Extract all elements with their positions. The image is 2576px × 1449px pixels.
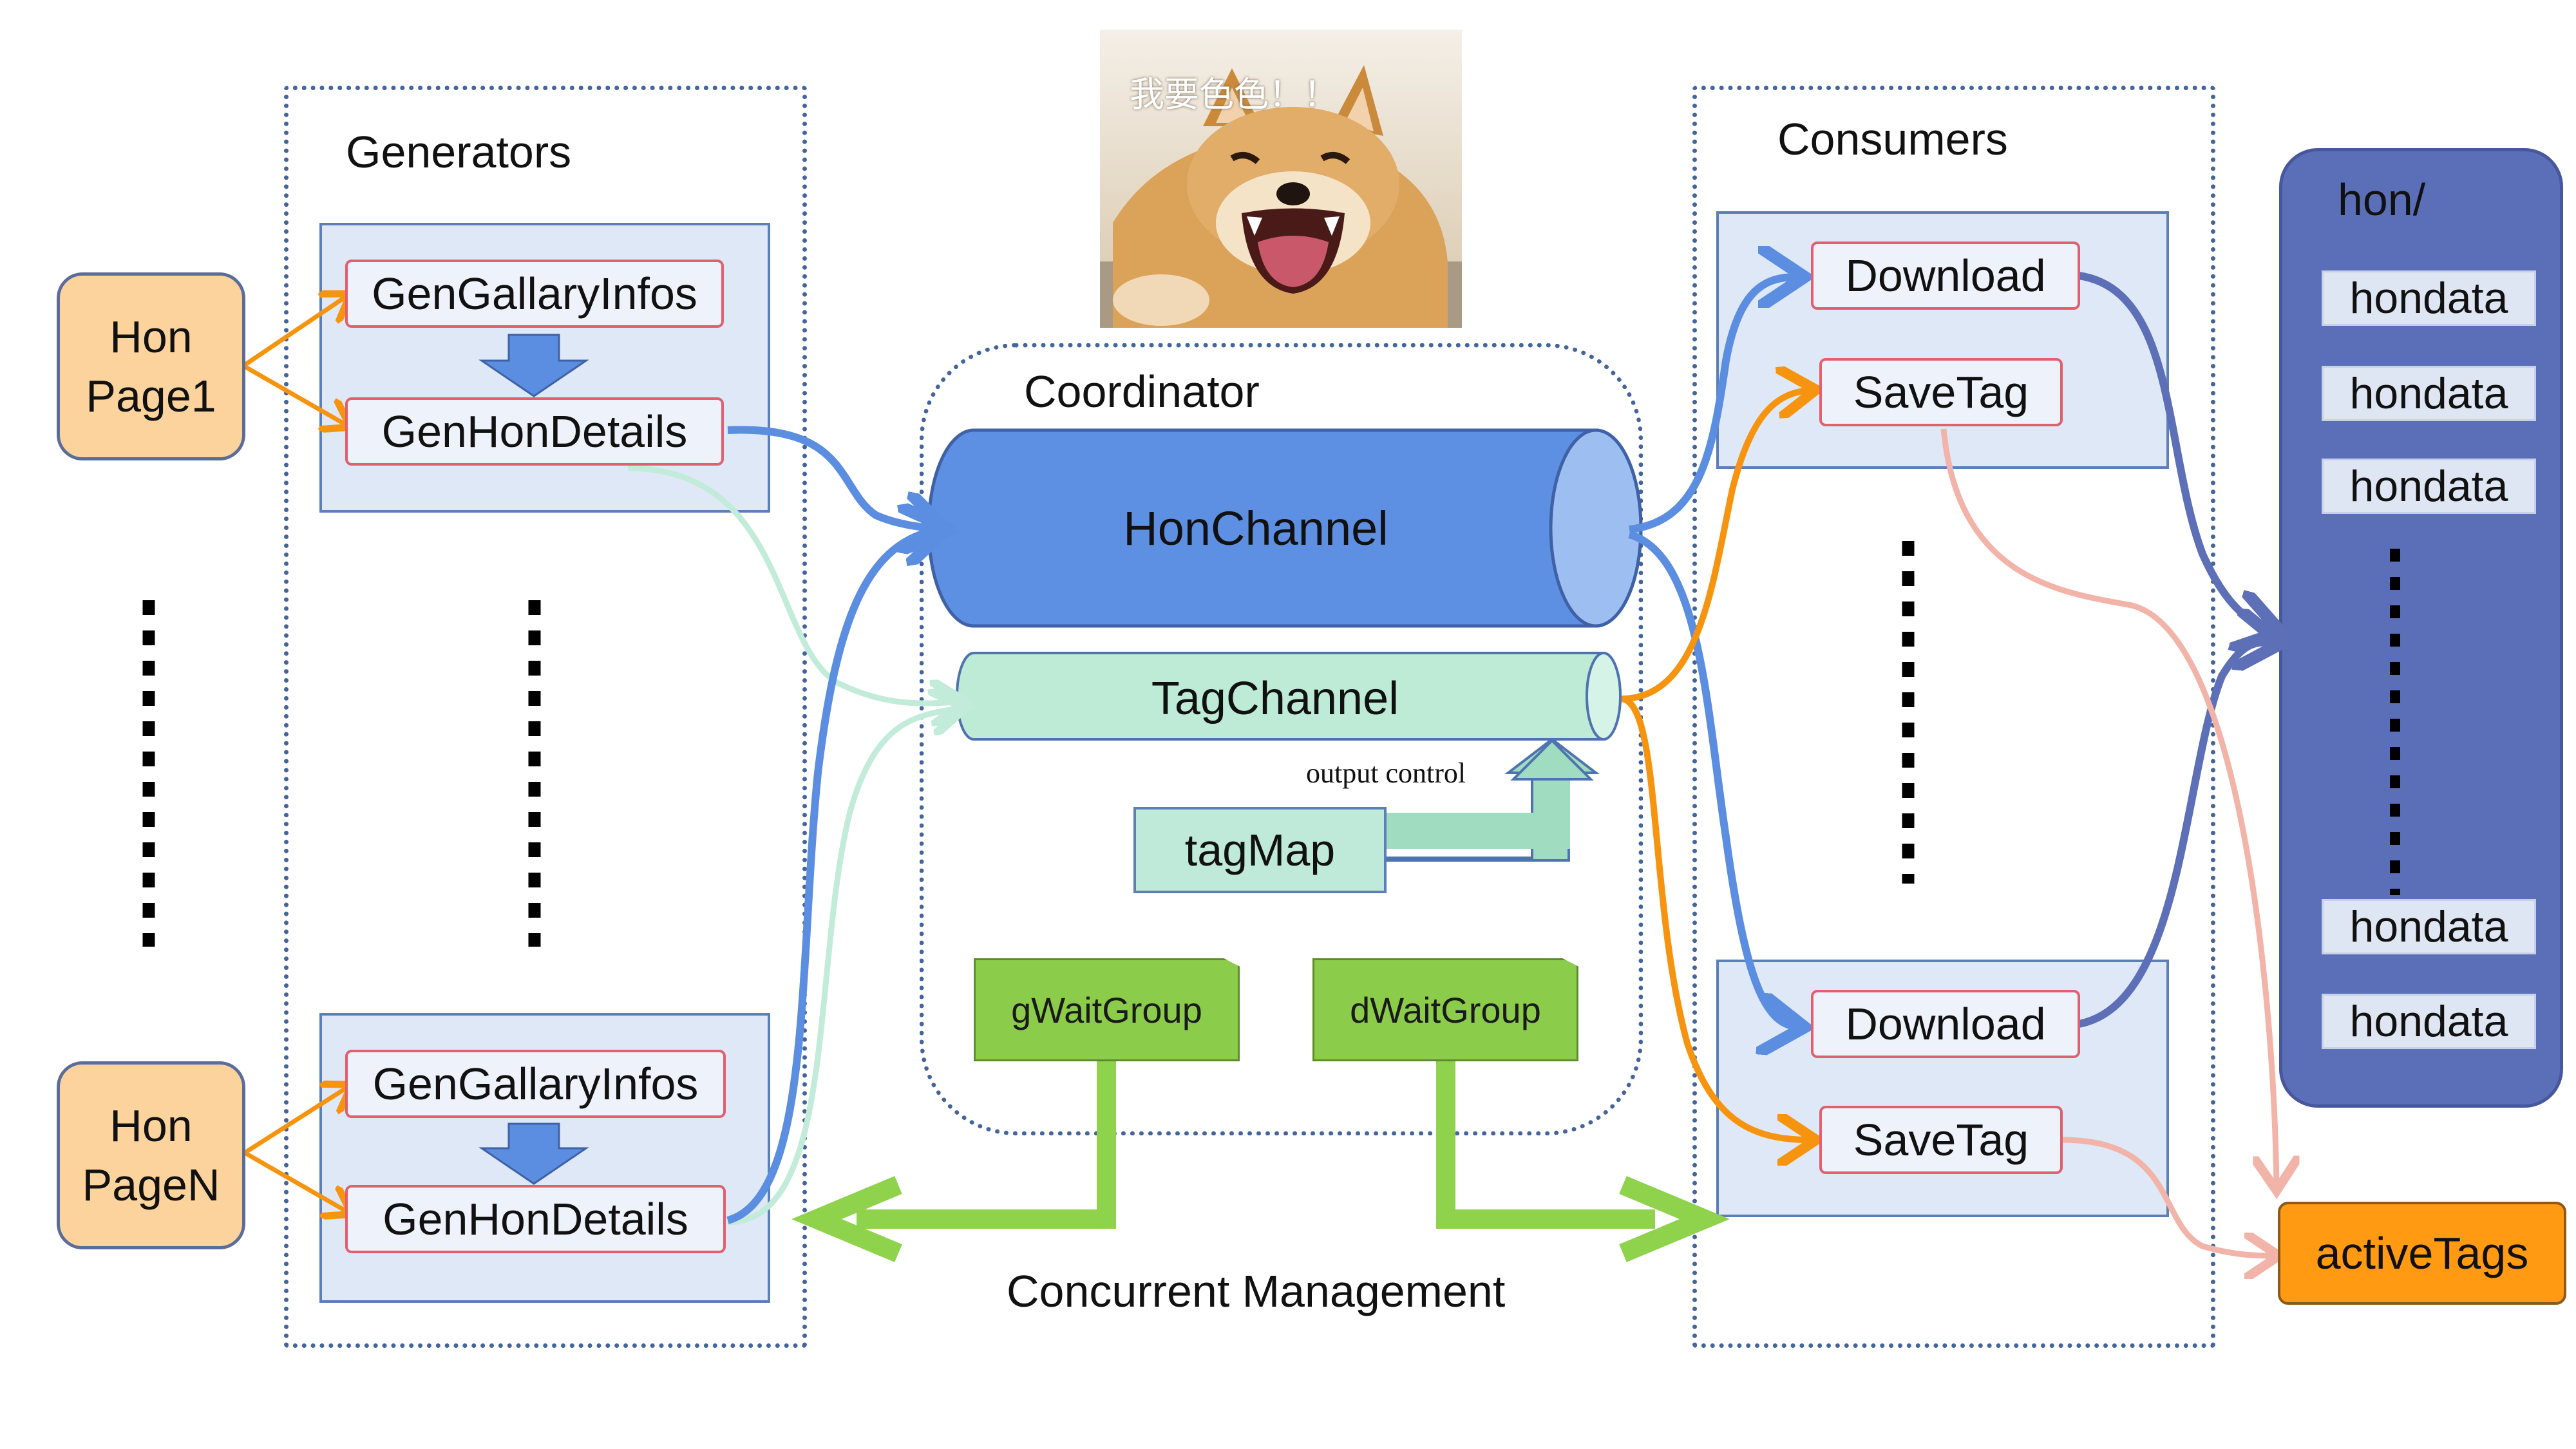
honchannel-to-download-bottom-arrow [1628, 531, 1797, 1027]
details-bottom-to-honchannel-arrow [726, 529, 940, 1224]
generators-panel [284, 86, 807, 1348]
gen-gallery-infos-bottom: GenGallaryInfos [345, 1050, 726, 1118]
pageN-to-gallery-arrow [243, 1087, 348, 1155]
coordinator-panel [920, 343, 1643, 1135]
hon-page1-line1: Hon [109, 312, 193, 362]
tag-channel-label: TagChannel [1151, 673, 1399, 724]
savetag-top-to-activetags-arrow [1940, 428, 2277, 1185]
tagchannel-to-savetag-top-arrow [1621, 390, 1810, 702]
hondata-item-5: hondata [2322, 994, 2536, 1049]
page1-to-details-arrow [242, 363, 346, 425]
gwaitgroup-arrowhead [791, 1176, 902, 1262]
details-top-to-honchannel-arrow [727, 426, 940, 529]
shiba-dog-barking-image [1100, 30, 1462, 328]
hon-page1-line2: Page1 [86, 371, 216, 421]
dwaitgroup-connector [1436, 1059, 1655, 1229]
details-bottom-to-tagchannel-arrow [727, 708, 960, 1226]
hondata-item-1: hondata [2322, 270, 2536, 326]
savetag-bottom-to-activetags-arrow [2061, 1137, 2273, 1256]
gen-down-arrow-bottom [478, 1122, 589, 1185]
output-control-label: output control [1306, 757, 1466, 789]
g-wait-group: gWaitGroup [974, 958, 1240, 1061]
download-top: Download [1811, 242, 2080, 310]
gen-hon-details-top: GenHonDetails [345, 397, 724, 466]
hondata-item-3: hondata [2322, 459, 2536, 514]
storage-title: hon/ [2338, 175, 2426, 225]
honchannel-to-download-top-arrow [1629, 277, 1797, 533]
hon-page1: Hon Page1 [57, 272, 245, 460]
hon-pageN: Hon PageN [57, 1061, 245, 1249]
gen-down-arrow-top [478, 334, 589, 397]
download-bottom: Download [1811, 990, 2080, 1058]
meme-image: 我要色色！！ [1100, 30, 1462, 328]
meme-caption: 我要色色！！ [1130, 74, 1338, 115]
pageN-to-details-arrow [243, 1150, 348, 1212]
tag-channel-cylinder [956, 652, 1622, 741]
d-wait-group: dWaitGroup [1312, 958, 1578, 1061]
tag-map: tagMap [1133, 807, 1387, 893]
active-tags: activeTags [2278, 1202, 2566, 1305]
gwaitgroup-connector [857, 1059, 1116, 1229]
hon-pageN-line1: Hon [109, 1101, 193, 1151]
gen-hon-details-bottom: GenHonDetails [345, 1185, 726, 1253]
download-top-to-storage-arrow [2078, 272, 2273, 630]
hon-pageN-line2: PageN [82, 1160, 220, 1210]
download-bottom-to-storage-arrow [2078, 642, 2273, 1028]
consumers-title: Consumers [1777, 114, 2008, 164]
details-top-to-tagchannel-arrow [627, 465, 960, 703]
save-tag-bottom: SaveTag [1819, 1106, 2063, 1174]
output-control-arrow-head [1510, 739, 1594, 781]
hondata-item-2: hondata [2322, 366, 2536, 421]
hon-channel-label: HonChannel [1123, 501, 1388, 555]
hon-channel-cylinder [927, 428, 1643, 628]
dwaitgroup-arrowhead [1619, 1176, 1730, 1262]
gen-gallery-infos-top: GenGallaryInfos [345, 260, 724, 328]
tagchannel-to-savetag-bottom-arrow [1620, 696, 1810, 1140]
hondata-item-4: hondata [2322, 899, 2536, 954]
page1-to-gallery-arrow [242, 296, 346, 368]
output-control-arrow-body [1385, 779, 1570, 849]
concurrent-management-title: Concurrent Management [1007, 1266, 1506, 1316]
coordinator-title: Coordinator [1024, 366, 1260, 417]
generators-title: Generators [346, 127, 572, 177]
save-tag-top: SaveTag [1819, 358, 2063, 426]
